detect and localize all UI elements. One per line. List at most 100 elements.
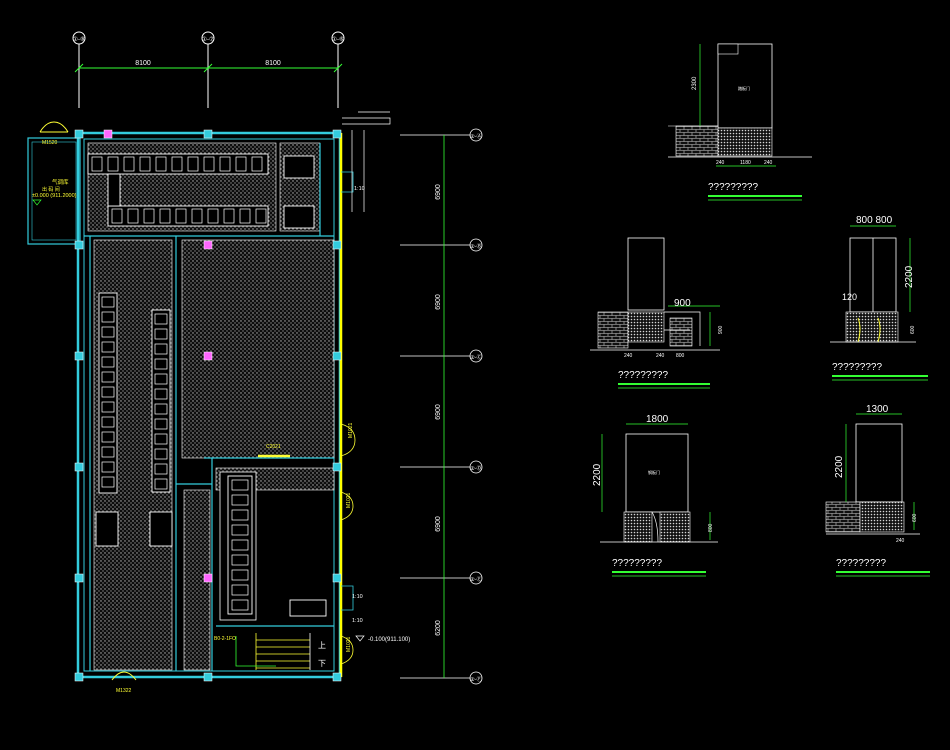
- rack-cell: [231, 539, 249, 551]
- top-dim-1: 8100: [135, 60, 151, 67]
- detail-5-label: ?????????: [836, 558, 886, 569]
- right-dim-1: 6900: [435, 184, 442, 200]
- top-rack: [87, 153, 269, 227]
- right-axis-3: ②-Ⓒ: [470, 353, 483, 361]
- detail-3-width: 800 800: [856, 215, 893, 226]
- rack-cell: [154, 328, 168, 340]
- detail-2: 900 900 240 240 800 ?????????: [590, 237, 724, 389]
- stair-down-label: 下: [318, 659, 326, 668]
- right-axis-5: ②-Ⓔ: [470, 575, 483, 583]
- rack-cell: [101, 446, 115, 458]
- detail-2-label: ?????????: [618, 370, 668, 381]
- rack-cell: [207, 208, 219, 224]
- structural-column: [332, 573, 342, 583]
- structural-column: [74, 672, 84, 682]
- rack-cell: [101, 311, 115, 323]
- structural-column: [74, 573, 84, 583]
- top-rack-cells: [91, 156, 267, 224]
- detail-2-side: 900: [718, 325, 724, 334]
- rack-cell: [154, 418, 168, 430]
- side-label-1: 1:10: [354, 186, 365, 192]
- door-tag-top-left: M1520: [42, 140, 58, 146]
- right-dim-5: 6200: [435, 620, 442, 636]
- detail-4-width: 1800: [646, 414, 669, 425]
- detail-1: 2300 踏板门 240 1180 240 ?????????: [668, 43, 812, 201]
- structural-column: [332, 672, 342, 682]
- top-axis-grid: [72, 31, 345, 108]
- detail-5-side: 600: [912, 513, 918, 522]
- door-right-1: M1021: [348, 422, 354, 438]
- room-note-title: 气调库: [52, 178, 69, 186]
- rack-cell: [101, 296, 115, 308]
- detail-2-dim-a: 240: [624, 353, 633, 359]
- rack-cell: [154, 478, 168, 490]
- rack-cell: [159, 208, 171, 224]
- rack-cell: [231, 479, 249, 491]
- structural-column: [74, 351, 84, 361]
- rack-cell: [101, 371, 115, 383]
- structural-column: [103, 129, 113, 139]
- right-doors: [340, 171, 356, 665]
- detail-4-label: ?????????: [612, 558, 662, 569]
- detail-3-offset: 120: [842, 292, 857, 302]
- detail-1-dim-b: 1180: [740, 160, 751, 166]
- rack-cell: [101, 326, 115, 338]
- detail-1-label: ?????????: [708, 182, 758, 193]
- rack-cell: [139, 156, 151, 172]
- rack-cell: [91, 156, 103, 172]
- door-right-2: M1021: [346, 492, 352, 508]
- rack-cell: [101, 386, 115, 398]
- rack-cell: [235, 156, 247, 172]
- structural-column: [332, 462, 342, 472]
- elevation-marker: [32, 199, 42, 206]
- detail-1-dim-a: 240: [716, 160, 725, 166]
- rack-cell: [231, 509, 249, 521]
- right-dim-4: 6900: [435, 516, 442, 532]
- rack-cell: [111, 208, 123, 224]
- detail-3-side: 600: [910, 325, 916, 334]
- rack-cell: [154, 358, 168, 370]
- side-rack-cells: [101, 296, 249, 611]
- rack-cell: [154, 448, 168, 460]
- detail-5-width: 1300: [866, 404, 889, 415]
- rack-cell: [175, 208, 187, 224]
- door-tag-bottom: M1322: [116, 688, 132, 694]
- side-label-3: 1:10: [352, 618, 363, 624]
- rack-cell: [239, 208, 251, 224]
- rack-cell: [223, 208, 235, 224]
- rack-cell: [101, 416, 115, 428]
- right-dim-2: 6900: [435, 294, 442, 310]
- structural-columns: [74, 129, 342, 682]
- stair-tag: B0-2-1FO: [214, 636, 236, 642]
- detail-2-width: 900: [674, 298, 691, 309]
- right-dim-3: 6900: [435, 404, 442, 420]
- structural-column: [203, 351, 213, 361]
- rack-cell: [154, 403, 168, 415]
- rack-cell: [107, 156, 119, 172]
- rack-cell: [191, 208, 203, 224]
- detail-3-height: 2200: [904, 265, 915, 288]
- structural-column: [203, 240, 213, 250]
- axis-bubble-1: ①-⑧: [73, 36, 86, 43]
- rack-cell: [127, 208, 139, 224]
- rack-cell: [231, 584, 249, 596]
- room-note-sub: 出 码 间: [42, 186, 60, 193]
- inner-door-tag: C2021: [266, 444, 281, 450]
- elevation-note-top: ±0.000 (911.2000): [32, 193, 77, 199]
- rack-cell: [187, 156, 199, 172]
- axis-bubble-2: ①-⑦: [202, 36, 215, 43]
- detail-2-dim-c: 800: [676, 353, 685, 359]
- detail-5: 1300 2200 600 240 ?????????: [825, 404, 930, 577]
- detail-4-tag: 钢板门: [648, 469, 660, 475]
- rack-cell: [143, 208, 155, 224]
- door-right-3: M1021: [346, 636, 352, 652]
- rack-cell: [154, 388, 168, 400]
- rack-cell: [154, 343, 168, 355]
- detail-3-label: ?????????: [832, 362, 882, 373]
- side-label-2: 1:10: [352, 594, 363, 600]
- rack-cell: [203, 156, 215, 172]
- detail-4: 1800 2200 钢板门 800 ?????????: [592, 414, 718, 577]
- rack-cell: [219, 156, 231, 172]
- rack-cell: [231, 554, 249, 566]
